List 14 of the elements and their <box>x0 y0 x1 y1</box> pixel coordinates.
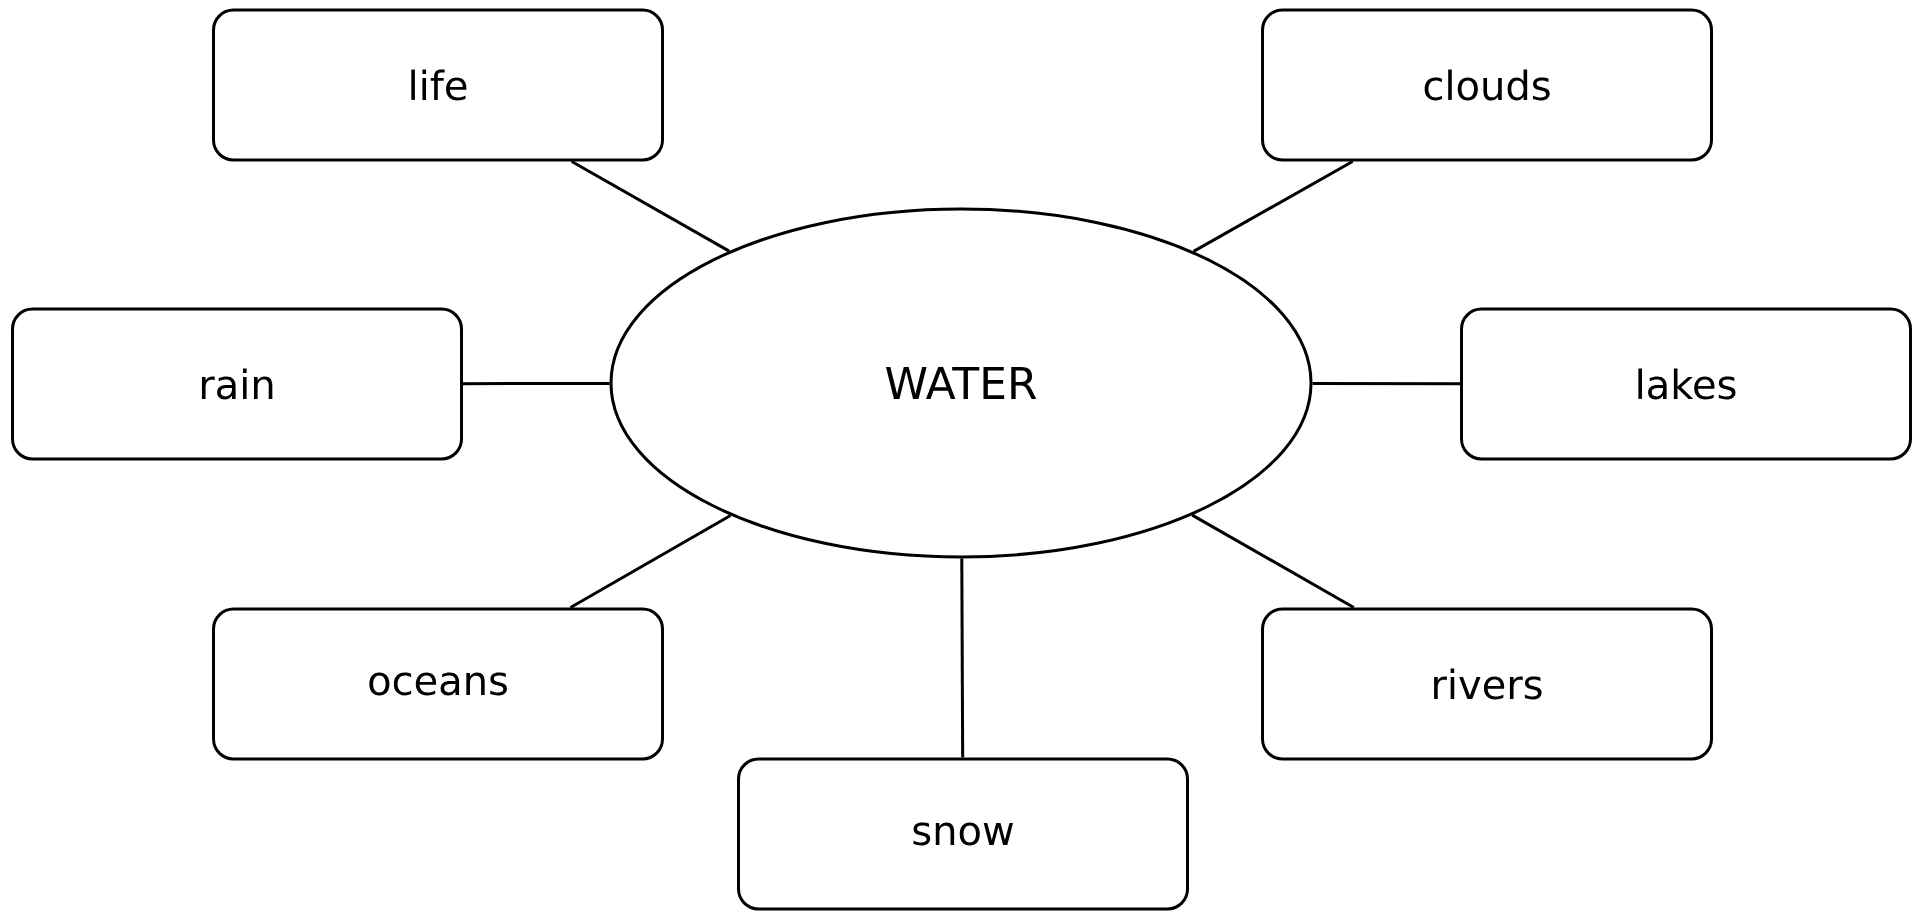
connector-line <box>1192 160 1354 253</box>
connector-line <box>463 381 610 386</box>
connector-line <box>570 160 730 253</box>
connector-line <box>1191 513 1355 609</box>
idea-box: snow <box>737 757 1189 911</box>
idea-box: life <box>212 8 664 162</box>
idea-box: lakes <box>1460 307 1912 461</box>
idea-box: clouds <box>1261 8 1713 162</box>
connector-line <box>569 514 732 609</box>
idea-box: oceans <box>212 607 664 761</box>
idea-box: rivers <box>1261 607 1713 761</box>
idea-box: rain <box>11 307 463 461</box>
connector-line <box>1312 381 1460 386</box>
connector-line <box>960 558 965 758</box>
